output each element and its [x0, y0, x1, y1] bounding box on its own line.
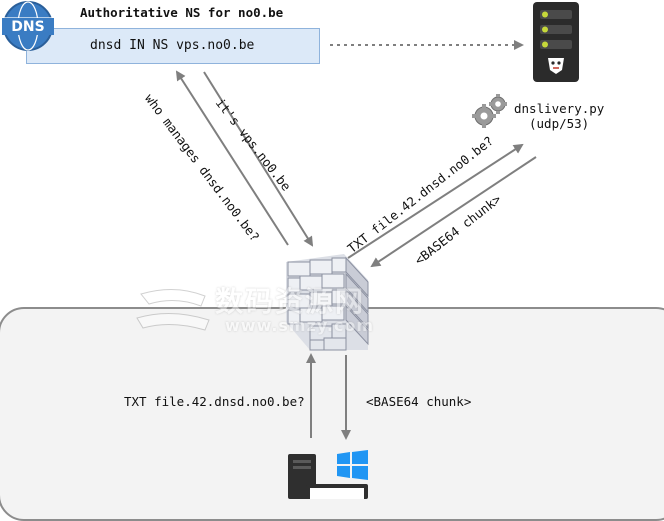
service-port: (udp/53)	[529, 116, 590, 131]
label-inner-query: TXT file.42.dnsd.no0.be?	[124, 394, 305, 409]
watermark-text-url: www.smzy.com	[225, 316, 375, 335]
authoritative-ns-box	[26, 28, 320, 64]
server-icon	[533, 2, 579, 82]
answer-from-ns-arrow	[203, 71, 314, 247]
label-inner-answer: <BASE64 chunk>	[366, 394, 472, 409]
flow-arrows	[175, 40, 537, 440]
answer-from-service-arrow	[370, 156, 537, 268]
dns-badge-label: DNS	[11, 19, 44, 35]
watermark: 数码资源网 www.smzy.com	[135, 280, 385, 340]
firewall-icon	[286, 254, 369, 351]
ns-record: dnsd IN NS vps.no0.be	[90, 38, 255, 53]
query-to-service-arrow	[347, 143, 524, 259]
service-name: dnslivery.py	[514, 101, 605, 116]
dns-globe-icon: DNS	[2, 1, 54, 51]
query-to-ns-arrow	[175, 70, 289, 246]
ns-title: Authoritative NS for no0.be	[80, 5, 284, 20]
gears-icon	[472, 94, 507, 128]
watermark-text-cn: 数码资源网	[215, 285, 366, 318]
windows-logo-icon	[337, 450, 368, 480]
workstation-icon	[288, 454, 368, 499]
watermark-logo-icon	[136, 288, 210, 331]
